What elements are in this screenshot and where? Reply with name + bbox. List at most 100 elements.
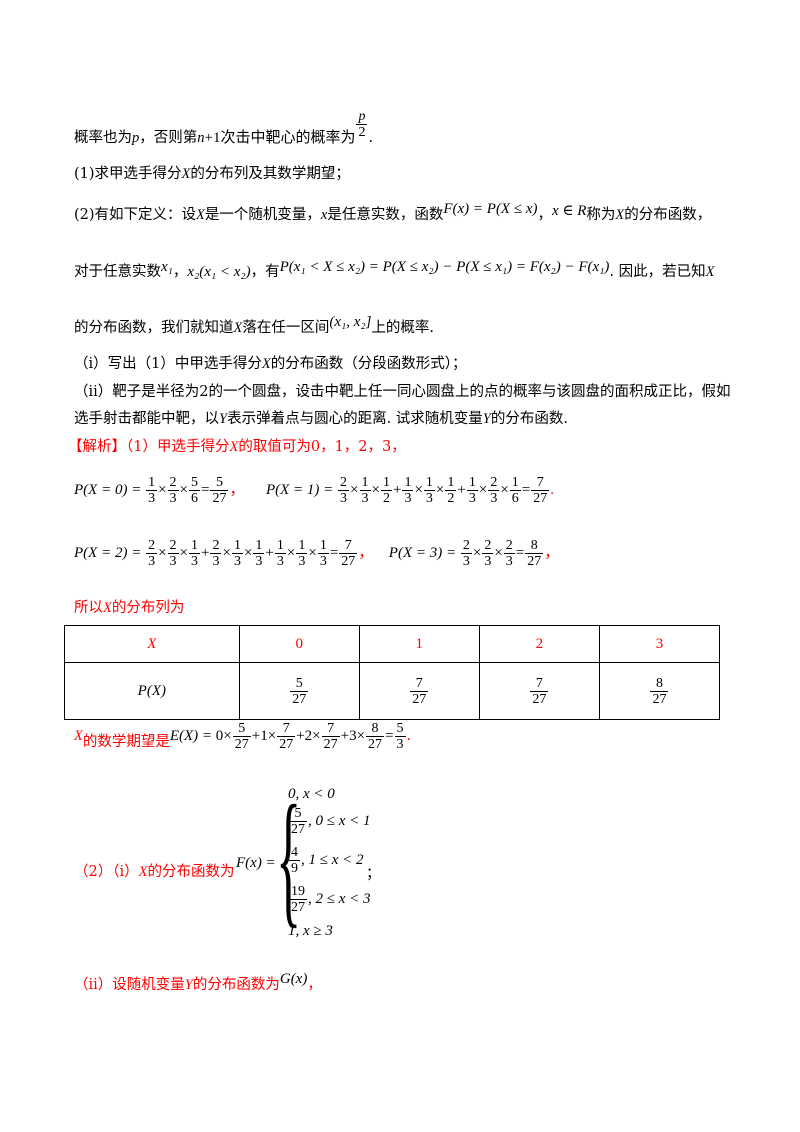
text: ，否则第 — [139, 130, 198, 146]
period: . — [550, 482, 555, 498]
text: ， — [172, 264, 188, 280]
question-2-cont2: 的分布函数，我们就知道X落在任一区间(x₁, x₂]上的概率. — [74, 314, 435, 338]
table-header-cell: X — [64, 625, 240, 663]
var-X: X — [196, 207, 205, 223]
var-X: X — [705, 264, 715, 280]
op: = — [515, 545, 525, 561]
op: = — [201, 482, 210, 498]
text: 的数学期望是 — [82, 734, 170, 750]
text: 的分布函数，我们就知道 — [74, 320, 234, 336]
formula-p3: P(X = 3) = — [388, 545, 457, 561]
table-row-label: P(X) — [64, 662, 240, 720]
var-X: X — [103, 600, 112, 616]
op: = — [329, 545, 339, 561]
formula-F: F(x) = — [236, 855, 276, 871]
op: × — [222, 545, 231, 561]
op: × — [179, 482, 188, 498]
text: （ii）设随机变量 — [74, 977, 185, 993]
piecewise-brace: { — [276, 775, 302, 941]
op: × — [158, 545, 167, 561]
denominator: 2 — [358, 125, 366, 140]
part2-ii-label: （ii）设随机变量Y的分布函数为G(x)， — [74, 971, 322, 995]
comma: ， — [229, 482, 245, 498]
formula-interval: (x₁, x₂] — [329, 314, 372, 330]
question-2-ii-cont: 选手射击都能中靶，以Y表示弹着点与圆心的距离. 试求随机变量Y的分布函数. — [74, 409, 568, 429]
text: （ii）靶子是半径为2的一个圆盘，设击中靶上任一同心圆盘上的点的概率与该圆盘的面… — [74, 384, 731, 400]
text: ， — [307, 977, 322, 993]
formula-p2: P(X = 2) = — [74, 545, 142, 561]
text: ，有 — [250, 264, 280, 280]
table-header-row: X 0 1 2 3 — [64, 625, 721, 663]
semicolon: ； — [366, 866, 381, 882]
op: × — [472, 545, 482, 561]
table-header-cell: 3 — [598, 625, 721, 663]
text: 的分布函数为 — [192, 977, 280, 993]
text: 表示弹着点与圆心的距离. 试求随机变量 — [227, 411, 483, 427]
formula-x-in-R: x ∈ R — [551, 203, 587, 219]
text: 概率也为 — [74, 130, 132, 146]
formula-p0: P(X = 0) = — [74, 482, 142, 498]
text: （2）（i） — [74, 864, 139, 880]
op: + — [265, 545, 274, 561]
var-x: x — [320, 207, 328, 223]
text: ， — [537, 207, 552, 223]
op: × — [500, 482, 509, 498]
op: × — [158, 482, 167, 498]
case-5: 1, x ≥ 3 — [288, 923, 333, 939]
comma: ， — [544, 545, 560, 561]
text: 的分布列为 — [111, 600, 185, 616]
op: + — [201, 545, 210, 561]
text: （i）写出（1）中甲选手得分 — [74, 356, 262, 372]
question-2: (2)有如下定义：设X是一个随机变量，x是任意实数，函数F(x) = P(X ≤… — [74, 201, 711, 225]
var-x2: x₂(x₁ < x₂) — [187, 264, 251, 280]
text: 的分布列及其数学期望； — [190, 166, 350, 182]
question-1: (1)求甲选手得分X的分布列及其数学期望； — [74, 164, 350, 184]
text: 称为 — [586, 207, 616, 223]
var-X: X — [138, 864, 148, 880]
text: +1次击中靶心的概率为 — [204, 130, 356, 146]
var-X: X — [233, 320, 243, 336]
var-Y: Y — [482, 411, 491, 427]
formula-expectation: E(X) = — [169, 728, 213, 744]
part2-i-label: （2）（i）X的分布函数为 — [74, 862, 234, 882]
text: 所以 — [74, 600, 103, 616]
text: . 因此，若已知 — [609, 264, 706, 280]
op: × — [478, 482, 488, 498]
var-n: n — [197, 130, 205, 146]
text: 上的概率. — [371, 320, 435, 336]
var-Y: Y — [219, 411, 228, 427]
question-2-i: （i）写出（1）中甲选手得分X的分布函数（分段函数形式）； — [74, 354, 466, 374]
text: 的分布函数. — [490, 411, 568, 427]
formula-distribution-function: F(x) = P(X ≤ x) — [443, 201, 538, 217]
op: + — [457, 482, 466, 498]
text: 是一个随机变量， — [204, 207, 321, 223]
comma: ， — [358, 545, 374, 561]
solution-tag: 【解析】 — [68, 439, 126, 455]
